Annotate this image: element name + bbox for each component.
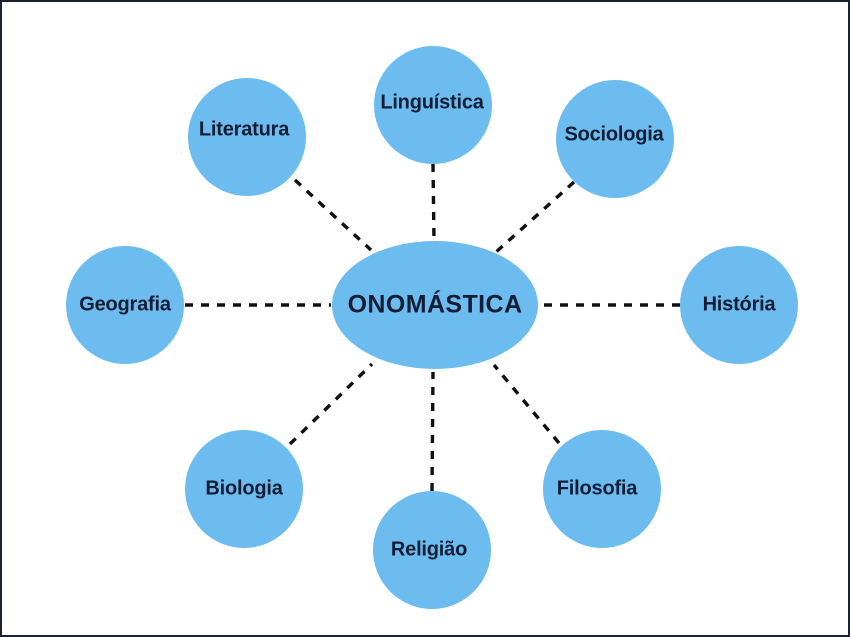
node-sociologia[interactable] bbox=[556, 80, 674, 198]
node-religiao[interactable] bbox=[373, 491, 491, 609]
connector-edges bbox=[185, 163, 680, 492]
node-biologia[interactable] bbox=[185, 430, 303, 548]
node-geografia[interactable] bbox=[66, 246, 184, 364]
node-shapes bbox=[66, 46, 798, 609]
node-linguistica[interactable] bbox=[374, 46, 492, 164]
connector-linguistica bbox=[431, 163, 436, 243]
node-filosofia[interactable] bbox=[543, 430, 661, 548]
connector-religiao bbox=[430, 371, 435, 492]
node-literatura[interactable] bbox=[188, 78, 306, 196]
connector-biologia bbox=[288, 362, 374, 446]
connector-sociologia bbox=[494, 180, 576, 254]
node-historia[interactable] bbox=[680, 246, 798, 364]
connector-filosofia bbox=[492, 363, 561, 445]
connector-literatura bbox=[293, 178, 373, 252]
center-node-onomastica[interactable] bbox=[332, 241, 538, 369]
